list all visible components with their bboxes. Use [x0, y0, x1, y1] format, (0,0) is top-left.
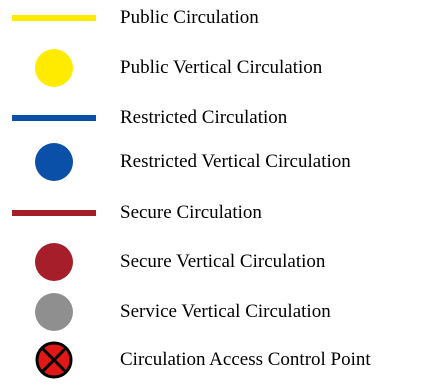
legend-label: Service Vertical Circulation: [120, 301, 331, 322]
public-circulation-line-swatch: [12, 15, 96, 21]
legend-label: Circulation Access Control Point: [120, 349, 371, 370]
legend-item-restricted-circulation: Restricted Circulation: [0, 98, 440, 138]
public-circulation-line-icon: [10, 0, 98, 38]
secure-vertical-circulation-dot-swatch: [35, 243, 73, 281]
legend-label: Public Circulation: [120, 7, 259, 28]
legend-item-public-circulation: Public Circulation: [0, 0, 440, 38]
secure-circulation-line-icon: [10, 193, 98, 233]
legend-label: Public Vertical Circulation: [120, 57, 323, 78]
legend-item-public-vertical-circulation: Public Vertical Circulation: [0, 48, 440, 88]
legend-label: Secure Circulation: [120, 202, 262, 223]
service-vertical-circulation-dot-icon: [10, 292, 98, 332]
public-vertical-circulation-dot-icon: [10, 48, 98, 88]
access-control-point-cross-line: [40, 346, 68, 374]
restricted-circulation-line-icon: [10, 98, 98, 138]
legend-item-secure-vertical-circulation: Secure Vertical Circulation: [0, 242, 440, 282]
legend-item-service-vertical-circulation: Service Vertical Circulation: [0, 292, 440, 332]
legend-label: Restricted Circulation: [120, 107, 288, 128]
restricted-circulation-line-swatch: [12, 115, 96, 121]
legend-item-circulation-access-control-point: Circulation Access Control Point: [0, 340, 440, 380]
legend-label: Secure Vertical Circulation: [120, 251, 326, 272]
restricted-vertical-circulation-dot-swatch: [35, 143, 73, 181]
legend-label: Restricted Vertical Circulation: [120, 151, 351, 172]
public-vertical-circulation-dot-swatch: [35, 49, 73, 87]
restricted-vertical-circulation-dot-icon: [10, 142, 98, 182]
secure-circulation-line-swatch: [12, 210, 96, 216]
legend-item-secure-circulation: Secure Circulation: [0, 193, 440, 233]
legend-item-restricted-vertical-circulation: Restricted Vertical Circulation: [0, 142, 440, 182]
service-vertical-circulation-dot-swatch: [35, 293, 73, 331]
secure-vertical-circulation-dot-icon: [10, 242, 98, 282]
access-control-point-icon: [10, 340, 98, 380]
